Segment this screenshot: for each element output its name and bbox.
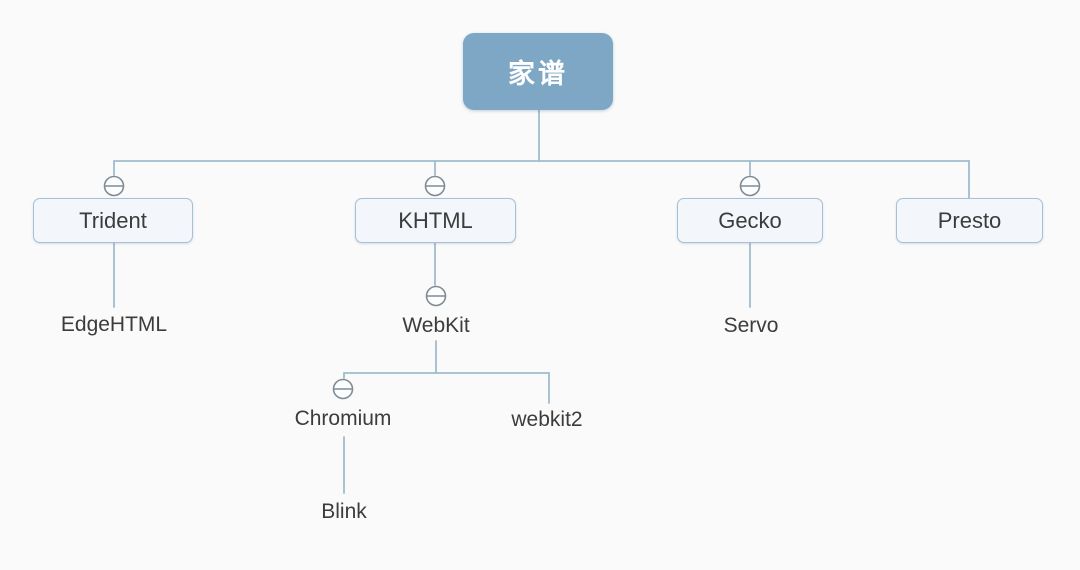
minus-circle-icon: [332, 378, 354, 400]
node-webkit2[interactable]: webkit2: [511, 408, 583, 431]
node-trident[interactable]: Trident: [33, 198, 193, 243]
node-gecko[interactable]: Gecko: [677, 198, 823, 243]
collapse-icon-trident[interactable]: [103, 175, 125, 197]
minus-circle-icon: [739, 175, 761, 197]
node-chromium[interactable]: Chromium: [294, 407, 392, 430]
node-khtml[interactable]: KHTML: [355, 198, 516, 243]
node-edgehtml[interactable]: EdgeHTML: [60, 313, 168, 336]
node-servo[interactable]: Servo: [723, 314, 779, 337]
node-trident-label: Trident: [79, 207, 147, 233]
node-blink[interactable]: Blink: [321, 500, 367, 523]
node-presto-label: Presto: [937, 207, 1002, 233]
node-root-label: 家谱: [508, 59, 568, 89]
node-presto[interactable]: Presto: [896, 198, 1043, 243]
minus-circle-icon: [425, 285, 447, 307]
node-gecko-label: Gecko: [718, 207, 782, 233]
node-khtml-label: KHTML: [398, 207, 473, 233]
collapse-icon-khtml[interactable]: [424, 175, 446, 197]
collapse-icon-webkit[interactable]: [425, 285, 447, 307]
collapse-icon-gecko[interactable]: [739, 175, 761, 197]
minus-circle-icon: [424, 175, 446, 197]
node-root[interactable]: 家谱: [463, 33, 613, 110]
collapse-icon-chromium[interactable]: [332, 378, 354, 400]
node-webkit[interactable]: WebKit: [402, 314, 470, 337]
minus-circle-icon: [103, 175, 125, 197]
